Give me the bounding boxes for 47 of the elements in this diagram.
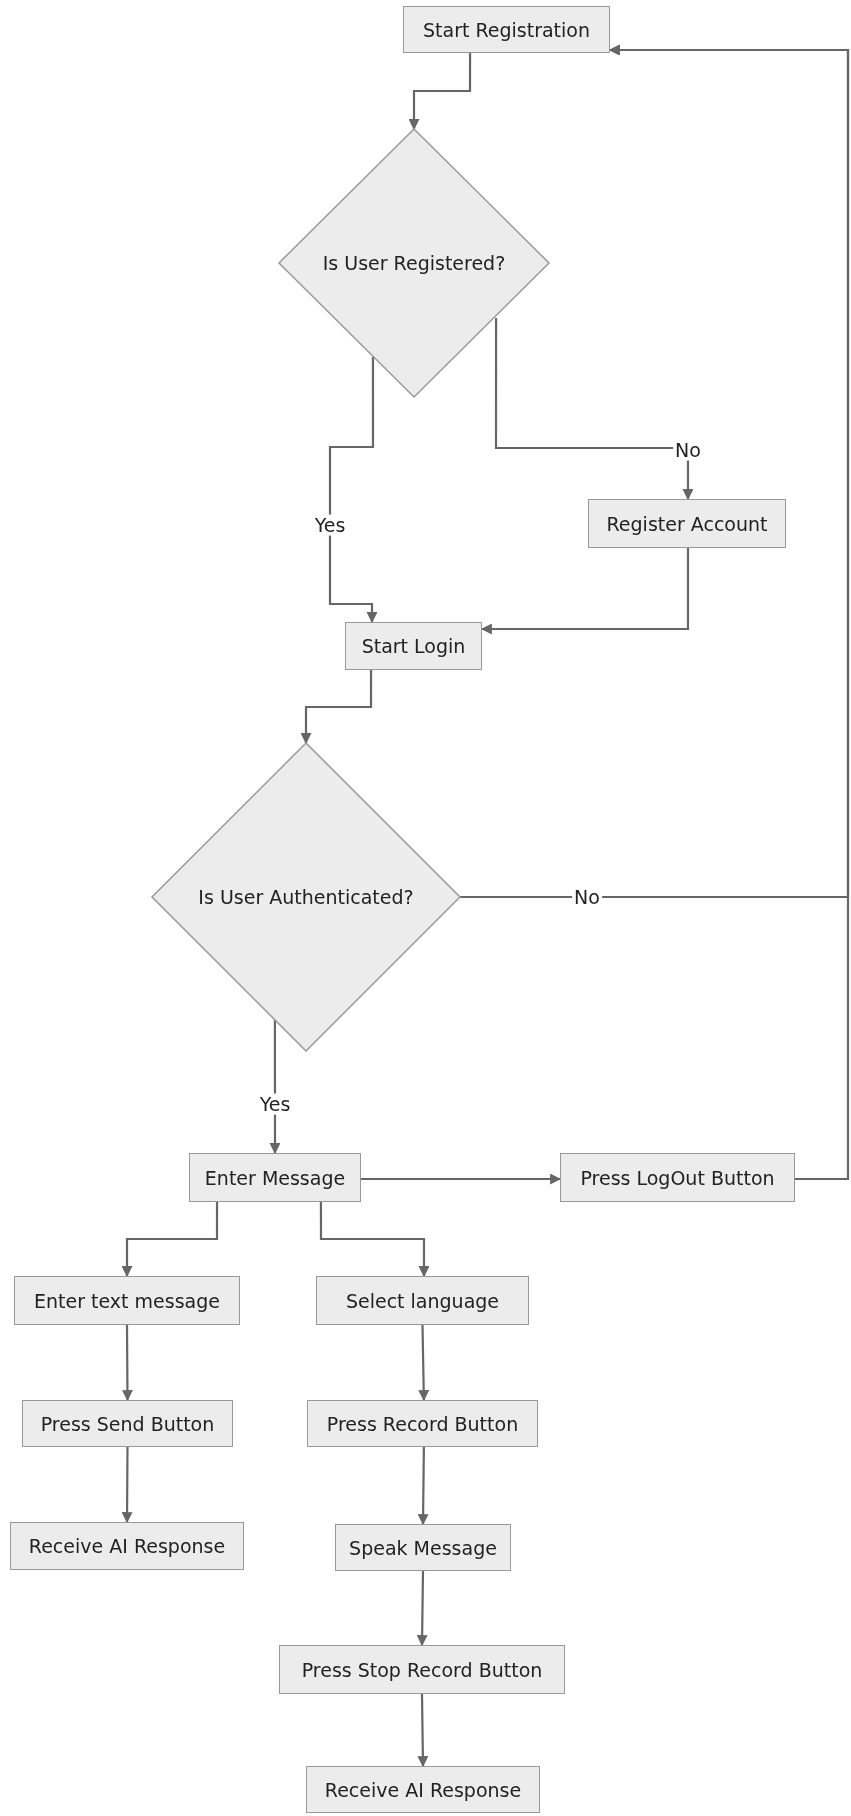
process-box: [306, 1766, 540, 1813]
node-label: Press Record Button: [326, 1412, 519, 1435]
process-box: [10, 1522, 244, 1570]
node-label: Is User Registered?: [322, 252, 506, 274]
node-label: Press LogOut Button: [580, 1166, 775, 1189]
process-box: [279, 1645, 565, 1694]
arrow: [494, 317, 694, 501]
process-box: [316, 1276, 529, 1325]
arrow: [300, 670, 373, 745]
process-box: [22, 1400, 233, 1447]
process-box: [14, 1276, 240, 1325]
node-label: Register Account: [606, 512, 768, 535]
arrow: [416, 1571, 428, 1647]
process-box: [335, 1524, 511, 1571]
edge-label: Yes: [312, 514, 348, 536]
node-label: Press Stop Record Button: [301, 1658, 543, 1681]
arrow: [319, 1202, 430, 1278]
arrow: [408, 53, 472, 131]
process-box: [307, 1400, 538, 1447]
process-box: [560, 1153, 795, 1202]
node-label: Speak Message: [349, 1536, 497, 1559]
process-box: [588, 499, 786, 548]
arrow: [361, 1173, 562, 1185]
arrow: [121, 1202, 219, 1278]
node-label: Press Send Button: [40, 1412, 215, 1435]
node-label: Enter text message: [34, 1289, 220, 1312]
node-label: Receive AI Response: [324, 1778, 522, 1801]
node-label: Receive AI Response: [28, 1535, 226, 1557]
arrow: [121, 1447, 133, 1524]
process-box: [345, 622, 482, 670]
arrow: [608, 44, 850, 1181]
node-label: Start Registration: [423, 18, 590, 41]
arrow: [417, 1694, 429, 1768]
decision-diamond: [279, 129, 549, 397]
edge-label: Yes: [257, 1093, 293, 1115]
arrow: [480, 548, 690, 635]
arrow: [328, 357, 378, 624]
node-label: Enter Message: [204, 1166, 346, 1189]
arrow: [417, 1447, 429, 1526]
node-label: Start Login: [361, 635, 466, 657]
process-box: [403, 6, 610, 53]
arrow: [121, 1325, 133, 1402]
node-label: Is User Authenticated?: [198, 886, 414, 908]
decision-diamond: [152, 743, 460, 1051]
process-box: [189, 1153, 361, 1202]
node-label: Select language: [345, 1289, 500, 1312]
arrow: [418, 1325, 430, 1402]
